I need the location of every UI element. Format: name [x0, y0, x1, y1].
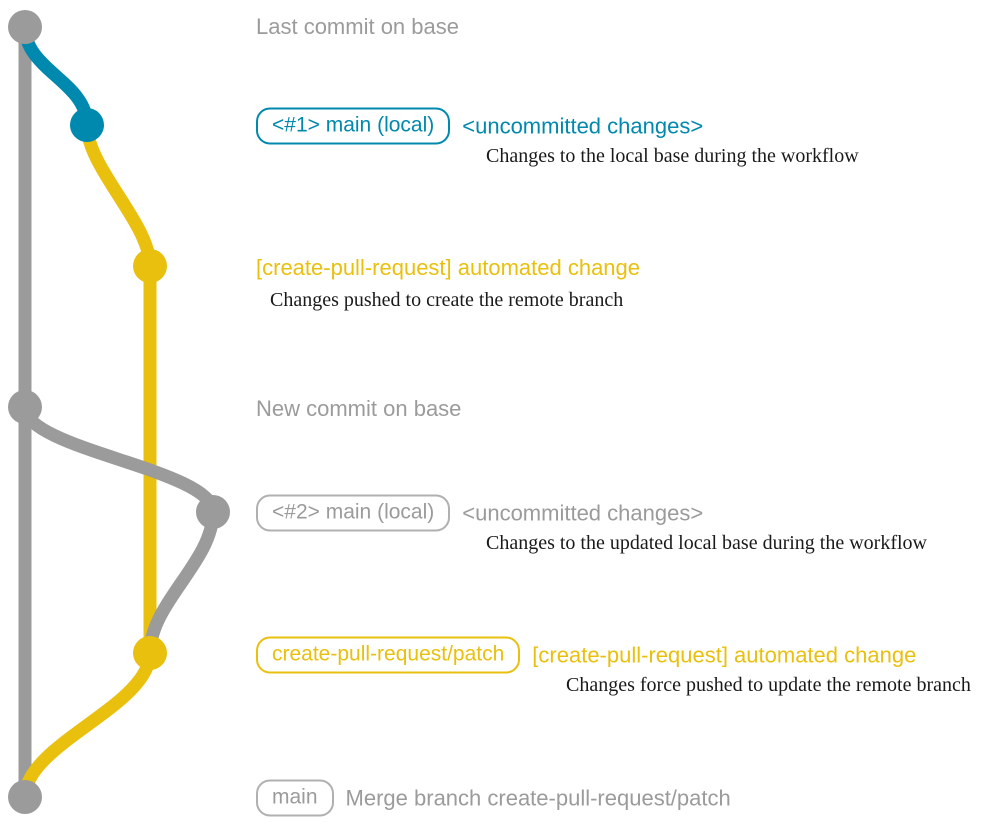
commit-subject-local-1: <uncommitted changes> — [462, 113, 704, 138]
commit-row-local-1: <#1> main (local) <uncommitted changes> — [256, 107, 704, 145]
commit-node-patch-1[interactable] — [133, 249, 167, 283]
commit-subject-base-head: Last commit on base — [256, 14, 459, 39]
ref-chip-merge[interactable]: main — [256, 779, 334, 817]
graph-edge-base-new-to-local-2 — [18, 400, 220, 519]
commit-note-local-2: Changes to the updated local base during… — [486, 532, 927, 554]
commit-subject-patch-1: [create-pull-request] automated change — [256, 255, 641, 280]
commit-row-base-head: Last commit on base — [256, 16, 459, 38]
commit-row-local-2: <#2> main (local) <uncommitted changes> — [256, 494, 704, 532]
commit-subject-base-new: New commit on base — [256, 396, 462, 421]
commit-note-patch-1: Changes pushed to create the remote bran… — [270, 289, 624, 311]
commit-subject-patch-2: [create-pull-request] automated change — [532, 642, 917, 667]
commit-node-merge[interactable] — [8, 780, 42, 814]
graph-commit-nodes — [8, 10, 230, 814]
commit-node-local-2[interactable] — [196, 495, 230, 529]
graph-edge-local-2-to-patch-2 — [143, 505, 220, 660]
commit-node-patch-2[interactable] — [133, 636, 167, 670]
graph-edge-patch-2-to-merge — [18, 646, 157, 804]
ref-chip-patch-2[interactable]: create-pull-request/patch — [256, 636, 521, 674]
ref-chip-local-2[interactable]: <#2> main (local) — [256, 494, 451, 532]
commit-note-patch-2: Changes force pushed to update the remot… — [566, 674, 971, 696]
commit-row-patch-1: [create-pull-request] automated change — [256, 257, 640, 279]
ref-chip-local-1[interactable]: <#1> main (local) — [256, 107, 451, 145]
commit-node-local-1[interactable] — [70, 108, 104, 142]
commit-row-merge: main Merge branch create-pull-request/pat… — [256, 779, 731, 817]
commit-row-base-new: New commit on base — [256, 398, 461, 420]
commit-node-base-new[interactable] — [8, 390, 42, 424]
commit-node-base-head[interactable] — [8, 10, 42, 44]
commit-subject-local-2: <uncommitted changes> — [462, 500, 704, 525]
commit-row-patch-2: create-pull-request/patch [create-pull-re… — [256, 636, 917, 674]
commit-subject-merge: Merge branch create-pull-request/patch — [345, 785, 731, 810]
commit-note-local-1: Changes to the local base during the wor… — [486, 145, 859, 167]
